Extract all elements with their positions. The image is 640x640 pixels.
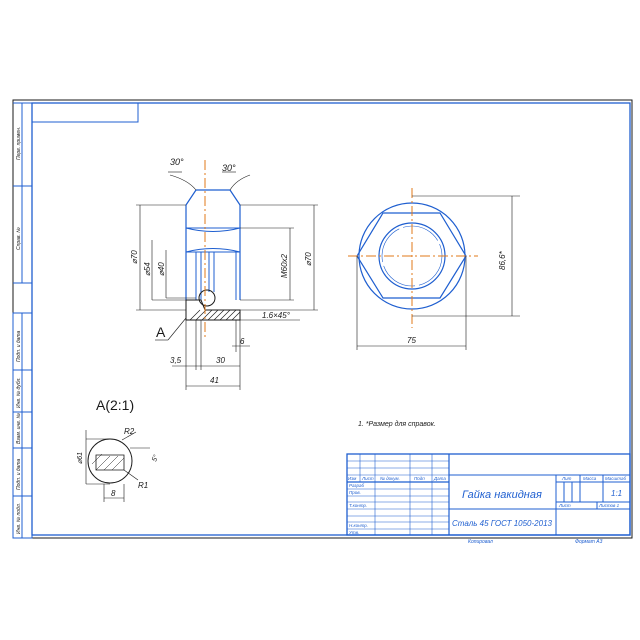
stamp-cell-1: Справ. № (16, 227, 22, 250)
dim-3-5-label: 3,5 (170, 356, 182, 365)
format-label: Формат А3 (575, 539, 603, 545)
dim-41-label: 41 (210, 376, 219, 385)
across-corners-label: 86,6* (498, 250, 507, 270)
width-label: 75 (407, 336, 416, 345)
material: Сталь 45 ГОСТ 1050-2013 (452, 519, 553, 528)
tb-head-4: Дата (433, 476, 446, 481)
scale-label: Масштаб (605, 476, 626, 481)
sheet-border (12, 99, 633, 539)
hex-view: 86,6* 75 (348, 188, 520, 350)
part-name: Гайка накидная (462, 489, 542, 501)
tb-row-0: Разраб (349, 483, 365, 488)
tb-row-2: Т.контр. (349, 503, 367, 508)
tb-head-0: Изм (348, 476, 356, 481)
section-mark-label: A (156, 324, 166, 340)
chamfer-right-label: 30° (222, 163, 236, 173)
detail-8-label: 8 (111, 489, 116, 498)
sheet-label: Лист (558, 503, 571, 508)
stamp-cell-2: Подп. и дата (16, 330, 22, 362)
top-corner-stamp (31, 102, 139, 123)
dim-30-label: 30 (216, 356, 225, 365)
dia-outer-label: ⌀70 (130, 250, 139, 264)
tb-row-3: Н.контр. (349, 523, 368, 528)
stamp-cell-3: Инв. № дубл. (16, 377, 22, 408)
tb-row-4: Утв. (349, 530, 359, 535)
tech-note: 1. *Размер для справок. (358, 420, 436, 428)
detail-a: A(2:1) ⌀61 R2 R1 5° 8 (77, 397, 160, 502)
dia-54-label: ⌀54 (143, 262, 152, 276)
chamfer-left-label: 30° (170, 157, 184, 167)
copied-label: Копировал (468, 539, 493, 545)
stamp-cell-5: Подп. и дата (16, 458, 22, 490)
scale-value: 1:1 (611, 489, 622, 498)
sheets-label: Листов 1 (598, 503, 620, 508)
lit-label: Лит (561, 476, 572, 481)
stamp-cell-4: Взам. инв. № (16, 412, 22, 444)
front-view: 30° 30° ⌀70 ⌀54 ⌀40 M60х2 ⌀70 A 1.6×45° … (130, 157, 318, 390)
title-block: Изм Лист № докум. Подп Дата Разраб Пров.… (346, 453, 631, 536)
stamp-cell-6: Инв. № подл. (16, 503, 22, 534)
detail-r2-label: R2 (124, 427, 135, 436)
side-stamp: Перв. примен. Справ. № Подп. и дата Инв.… (12, 102, 33, 539)
chamfer-note-label: 1.6×45° (262, 311, 291, 320)
dim-6-label: 6 (240, 337, 245, 346)
tb-head-1: Лист (361, 476, 374, 481)
thread-label: M60х2 (280, 253, 289, 278)
stamp-cell-0: Перв. примен. (16, 127, 22, 160)
tb-head-3: Подп (414, 476, 425, 481)
detail-r1-label: R1 (138, 481, 148, 490)
detail-dia-label: ⌀61 (77, 452, 84, 464)
tb-row-1: Пров. (349, 490, 361, 495)
detail-title: A(2:1) (96, 397, 134, 413)
tb-head-2: № докум. (380, 476, 400, 481)
mass-label: Масса (583, 476, 597, 481)
detail-angle-label: 5° (150, 453, 160, 462)
dia-40-label: ⌀40 (157, 262, 166, 276)
dia-70-right-label: ⌀70 (304, 252, 313, 266)
